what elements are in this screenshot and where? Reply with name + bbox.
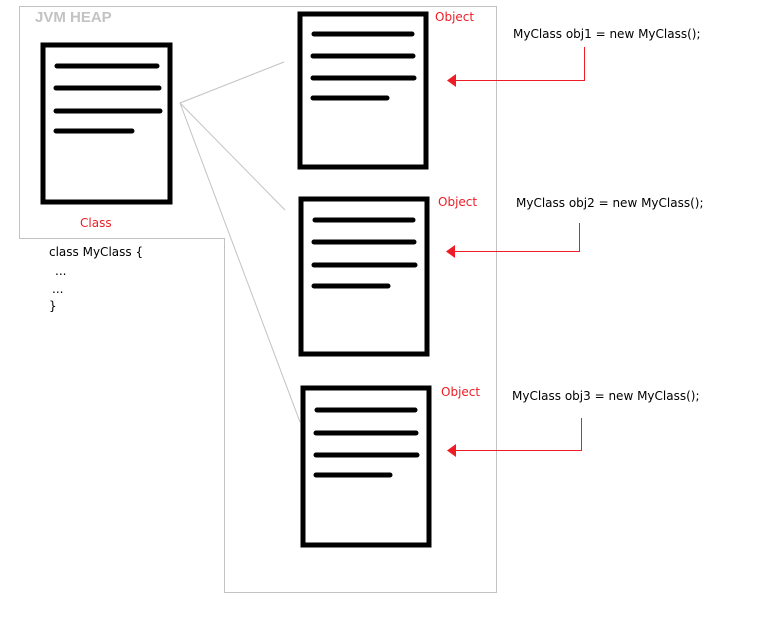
statement-obj3: MyClass obj3 = new MyClass(); xyxy=(512,389,700,403)
class-document-icon xyxy=(40,42,173,205)
class-label: Class xyxy=(80,216,112,230)
statement-obj2: MyClass obj2 = new MyClass(); xyxy=(516,196,704,210)
class-code: class MyClass { ... ... } xyxy=(49,245,143,313)
class-to-object-lines xyxy=(179,61,301,423)
object-label: Object xyxy=(441,385,480,399)
reference-arrow-obj1 xyxy=(452,47,585,81)
reference-arrow-obj3 xyxy=(452,418,582,451)
object-document-icon xyxy=(298,196,430,357)
code-line: ... xyxy=(55,264,66,278)
object-label: Object xyxy=(438,195,477,209)
code-line: class MyClass { xyxy=(49,245,143,259)
jvm-heap-region xyxy=(19,6,497,593)
code-line: } xyxy=(49,299,57,313)
code-line: ... xyxy=(52,282,63,296)
arrowhead-icon xyxy=(447,444,456,457)
arrowhead-icon xyxy=(446,245,455,258)
object-document-icon xyxy=(297,11,429,170)
object-document-icon xyxy=(300,385,432,548)
object-label: Object xyxy=(435,10,474,24)
reference-arrow-obj2 xyxy=(452,223,580,252)
arrowhead-icon xyxy=(447,74,456,87)
heap-title: JVM HEAP xyxy=(35,9,112,26)
statement-obj1: MyClass obj1 = new MyClass(); xyxy=(513,27,701,41)
